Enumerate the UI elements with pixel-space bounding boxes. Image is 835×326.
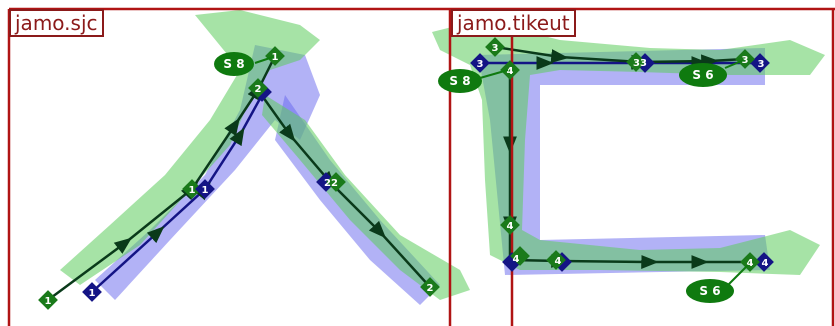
badge-s8-right-label: S 8 [449, 74, 470, 88]
node-label: 3 [477, 59, 484, 70]
node-label: 2 [255, 84, 262, 95]
node-label: 3 [742, 55, 749, 66]
badge-s6-top-label: S 6 [692, 68, 713, 82]
node-label: 3 [758, 59, 765, 70]
badge-s8-right [438, 69, 482, 93]
node-label: 2 [427, 283, 434, 294]
left-blue-shape [95, 45, 320, 300]
left-green-shape-2 [262, 95, 470, 300]
node-label: 1 [45, 296, 52, 307]
node-label: 4 [747, 258, 754, 269]
node-label: 3 [492, 43, 499, 54]
panel-label-right: jamo.tikeut [451, 9, 576, 37]
node-label: 1 [189, 185, 196, 196]
right-path-bottom [511, 253, 750, 269]
node-label: 4 [555, 256, 562, 267]
node-blue-3a [470, 53, 490, 73]
node-green-1c [265, 46, 285, 66]
badge-s6-top [679, 63, 727, 87]
node-label: 4 [507, 66, 514, 77]
node-label: 33 [633, 58, 647, 69]
left-glyph [47, 10, 470, 305]
badge-s8-left [214, 52, 254, 76]
node-green-22 [326, 172, 346, 192]
node-green-2b [420, 277, 440, 297]
node-green-1a [38, 290, 58, 310]
badge-s8-left-label: S 8 [223, 57, 244, 71]
node-green-3a [485, 37, 505, 57]
node-label: 1 [272, 52, 279, 63]
node-blue-22 [316, 172, 336, 192]
badges: S 8 S 8 S 6 S 6 [214, 52, 749, 303]
right-glyph [432, 20, 825, 275]
panel-label-left: jamo.sjc [9, 9, 104, 37]
node-label: 22 [324, 178, 338, 189]
node-blue-1a [82, 282, 102, 302]
badge-s6-bottom-label: S 6 [699, 284, 720, 298]
node-label: 1 [202, 185, 209, 196]
node-label: 4 [507, 221, 514, 232]
node-label: 4 [762, 258, 769, 269]
node-label: 4 [513, 254, 520, 265]
node-label: 1 [89, 288, 96, 299]
badge-s6-bottom [686, 279, 734, 303]
right-green-top [432, 20, 825, 275]
